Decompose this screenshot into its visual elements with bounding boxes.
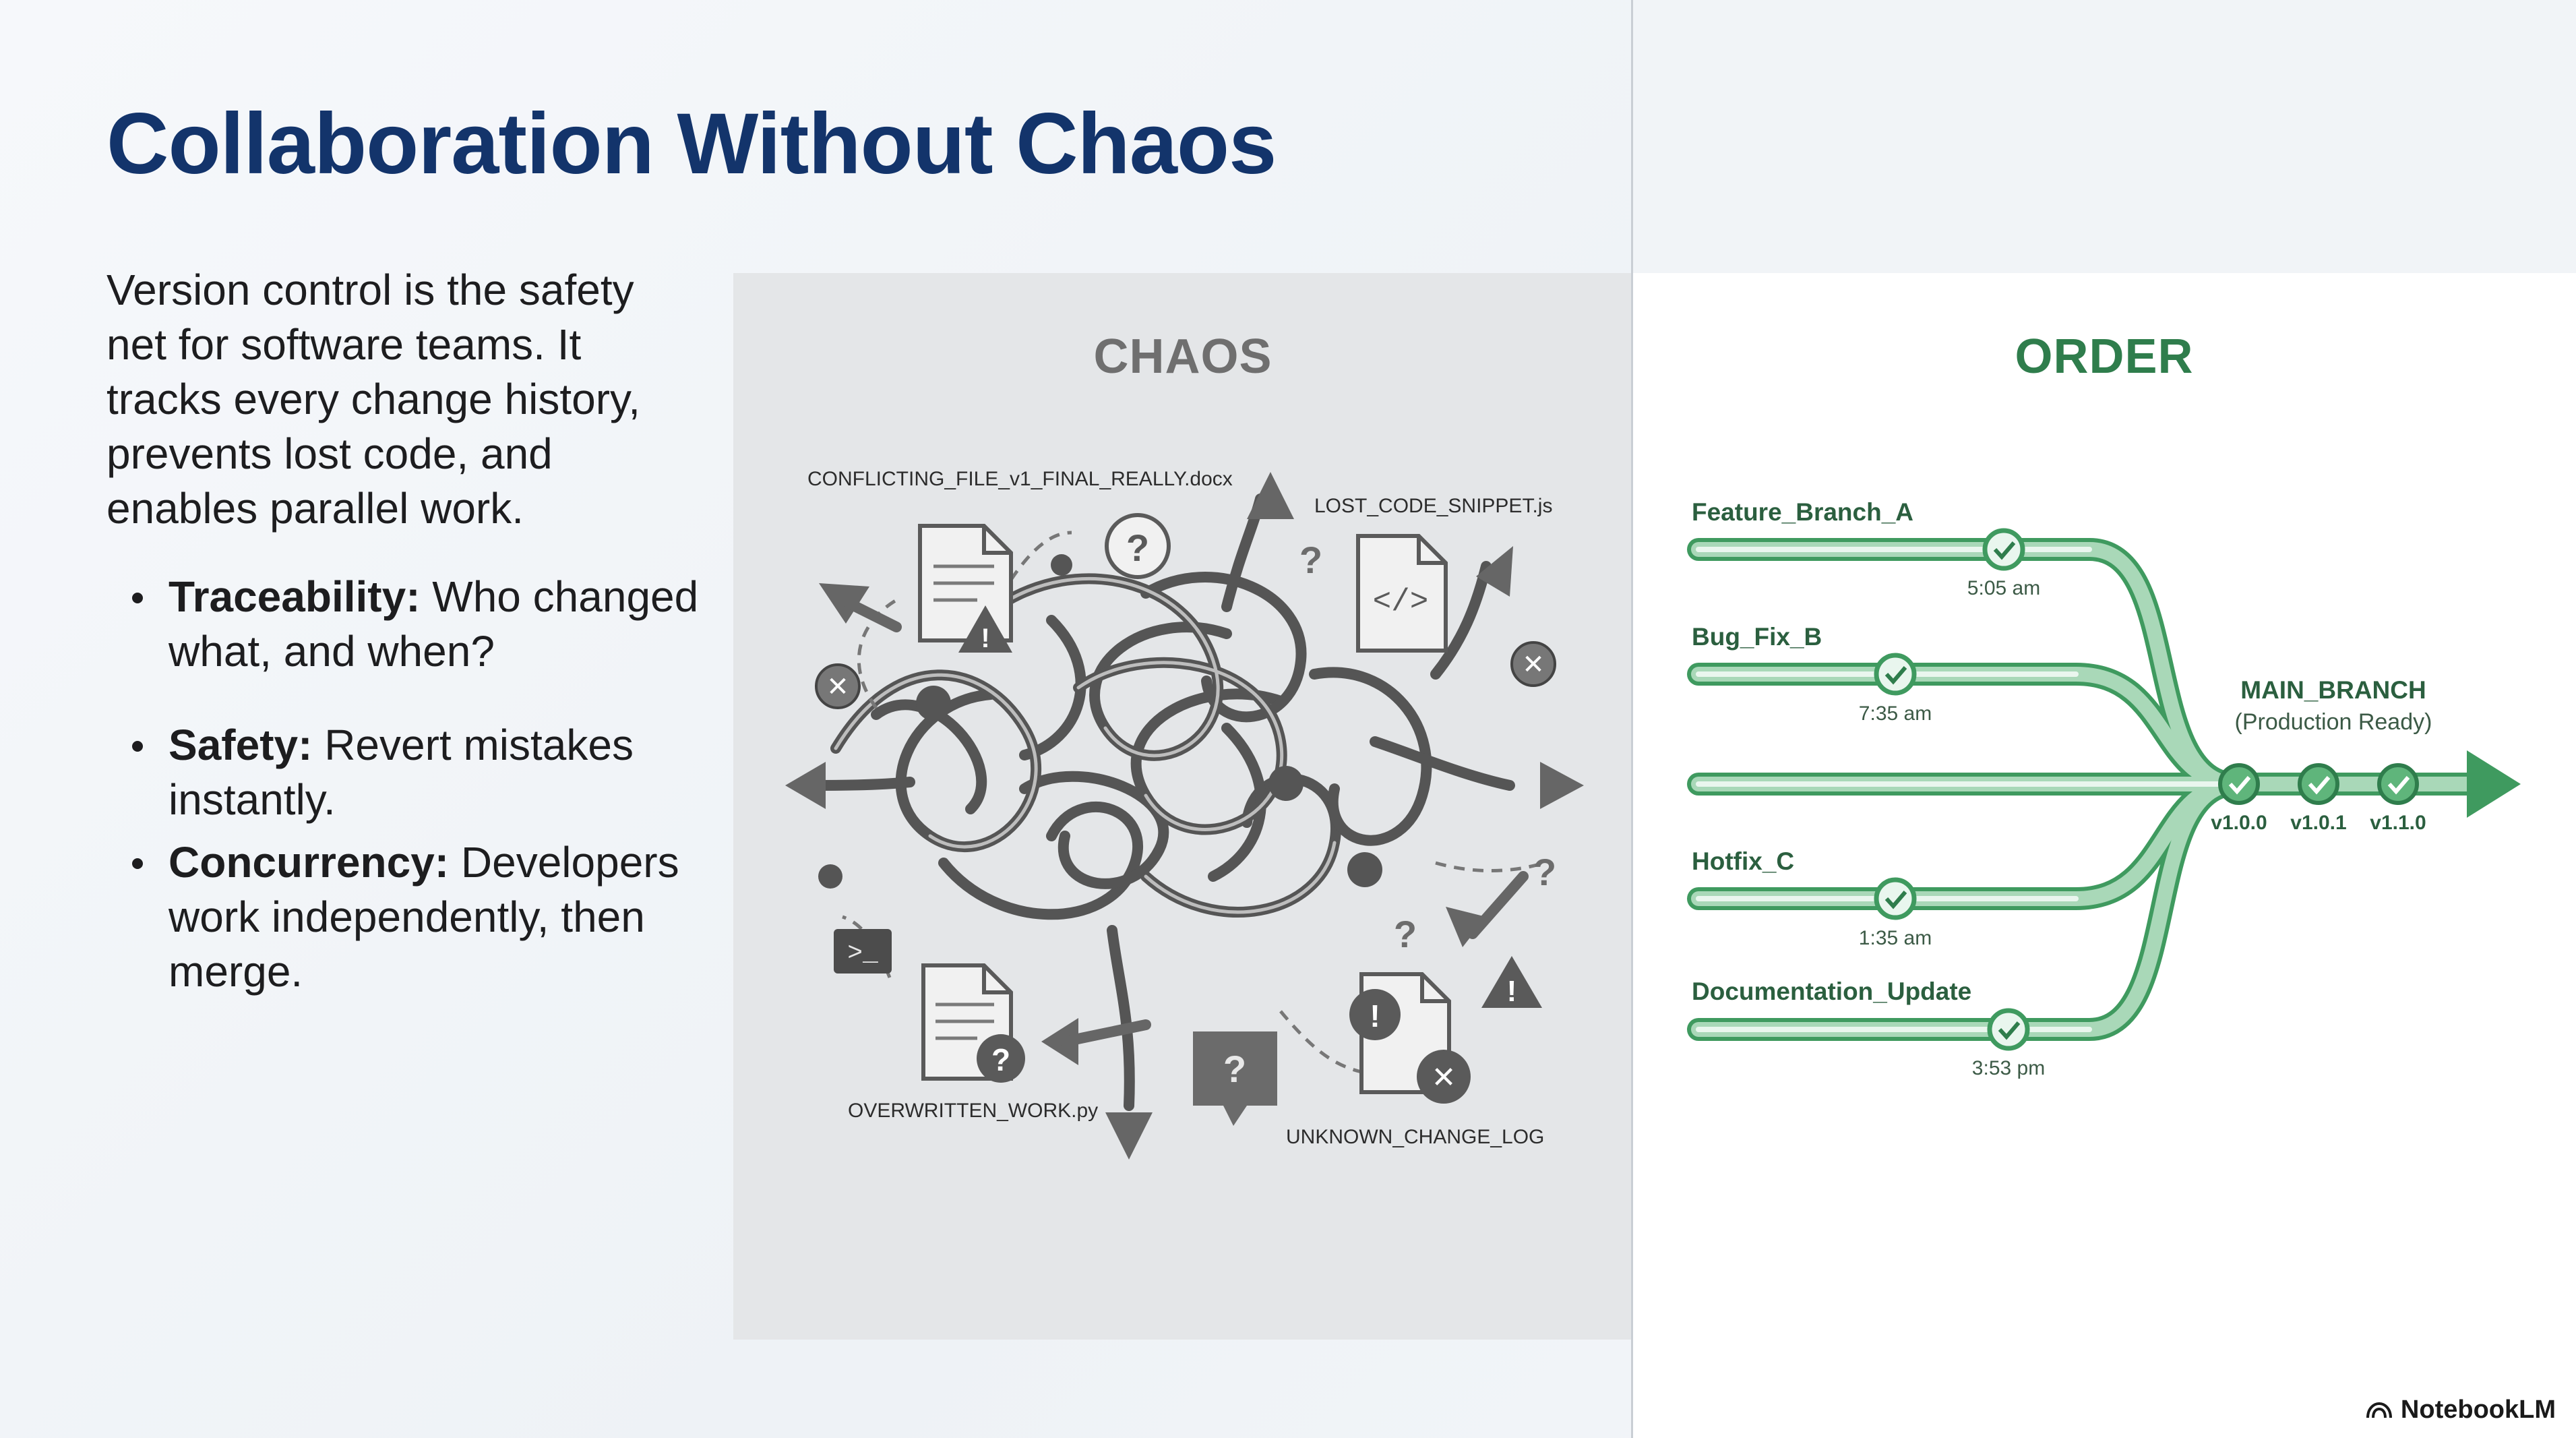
bullet-term: Safety: — [168, 721, 313, 769]
branch-lines — [1687, 538, 2492, 1041]
commit-time-hotfix-c: 1:35 am — [1859, 927, 1932, 949]
error-icon: ✕ — [1510, 641, 1556, 687]
bullet-text: Developers work independently, then merg… — [168, 838, 679, 996]
release-check-icon — [2298, 763, 2339, 805]
file-label-unknown-change: UNKNOWN_CHANGE_LOG — [1286, 1126, 1544, 1148]
commit-time-bug-fix-b: 7:35 am — [1859, 702, 1932, 725]
main-branch-label: MAIN_BRANCH — [2240, 676, 2426, 704]
svg-text:</>: </> — [1373, 585, 1429, 620]
commit-check-icon — [1874, 653, 1917, 696]
main-branch-subtitle: (Production Ready) — [2235, 709, 2432, 735]
branch-label-documentation: Documentation_Update — [1692, 978, 1971, 1005]
order-panel-header-band — [1632, 0, 2576, 273]
branch-label-feature-a: Feature_Branch_A — [1692, 498, 1913, 526]
commit-nodes — [1874, 528, 2419, 1051]
warning-icon: ! — [1481, 956, 1542, 1008]
arrow-down-icon — [1105, 1112, 1153, 1160]
question-marks: ? ? ? — [1299, 539, 1556, 955]
release-check-icon — [2218, 763, 2260, 805]
question-bubble-icon: ? — [1105, 513, 1171, 579]
svg-text:✕: ✕ — [1522, 650, 1545, 680]
version-label: v1.1.0 — [2370, 812, 2426, 834]
branch-label-bug-fix-b: Bug_Fix_B — [1692, 623, 1822, 651]
code-file-icon: </> — [1356, 534, 1448, 653]
commit-time-feature-a: 5:05 am — [1967, 577, 2040, 599]
brand-badge: NotebookLM — [2366, 1396, 2556, 1425]
arrow-up-right-icon — [1476, 546, 1513, 597]
arrow-left-icon — [785, 762, 826, 809]
bullet-text: Who changed what, and when? — [168, 572, 699, 676]
release-check-icon — [2377, 763, 2419, 805]
svg-text:?: ? — [1299, 539, 1322, 581]
document-icon: ? — [921, 963, 1025, 1083]
svg-text:?: ? — [1394, 913, 1417, 955]
bullet-safety: Safety: Revert mistakes instantly. — [106, 718, 713, 827]
main-branch-arrow-icon — [2467, 750, 2521, 818]
bullet-list: Traceability: Who changed what, and when… — [106, 570, 713, 999]
chaos-title: CHAOS — [1093, 330, 1272, 384]
brand-name: NotebookLM — [2400, 1396, 2556, 1424]
file-label-overwritten: OVERWRITTEN_WORK.py — [848, 1100, 1098, 1122]
bullet-term: Concurrency: — [168, 838, 450, 887]
arrow-up-icon — [1247, 472, 1294, 519]
node-dots — [818, 554, 1382, 889]
commit-time-documentation: 3:53 pm — [1972, 1057, 2045, 1079]
svg-text:✕: ✕ — [826, 672, 849, 702]
svg-text:!: ! — [981, 624, 989, 653]
svg-text:?: ? — [991, 1042, 1010, 1077]
bullet-text: Revert mistakes instantly. — [168, 721, 634, 824]
svg-text:>_: >_ — [847, 939, 878, 968]
bullet-term: Traceability: — [168, 572, 421, 621]
file-label-conflicting: CONFLICTING_FILE_v1_FINAL_REALLY.docx — [807, 468, 1233, 490]
bullet-traceability: Traceability: Who changed what, and when… — [106, 570, 713, 679]
error-icon: ✕ — [815, 663, 861, 709]
commit-check-icon — [1987, 1008, 2030, 1051]
commit-check-icon — [1982, 528, 2025, 571]
notebooklm-logo-icon — [2366, 1402, 2392, 1418]
arrow-shafts — [844, 598, 1529, 1047]
version-label: v1.0.0 — [2211, 812, 2267, 834]
version-label: v1.0.1 — [2290, 812, 2346, 834]
svg-text:?: ? — [1126, 527, 1149, 569]
svg-text:?: ? — [1223, 1048, 1246, 1090]
question-bubble-icon: ? — [1193, 1031, 1277, 1126]
svg-text:✕: ✕ — [1432, 1061, 1456, 1094]
bullet-concurrency: Concurrency: Developers work independent… — [106, 835, 713, 999]
arrow-right-icon — [1540, 762, 1584, 809]
commit-check-icon — [1874, 877, 1917, 920]
tangle-highlights — [834, 577, 1337, 914]
chaos-panel — [733, 273, 1632, 1340]
document-icon — [918, 524, 1013, 642]
warning-icon: ! — [958, 605, 1012, 653]
intro-paragraph: Version control is the safety net for so… — [106, 266, 641, 533]
svg-text:!: ! — [1507, 975, 1517, 1008]
svg-text:!: ! — [1370, 998, 1380, 1033]
order-title: ORDER — [2015, 330, 2194, 384]
branch-label-hotfix-c: Hotfix_C — [1692, 847, 1794, 875]
document-icon: ! ✕ — [1349, 972, 1471, 1104]
terminal-icon: >_ — [834, 929, 892, 973]
svg-text:?: ? — [1533, 851, 1556, 893]
file-label-lost-code: LOST_CODE_SNIPPET.js — [1314, 495, 1552, 517]
panel-divider — [1631, 0, 1633, 1438]
arrow-up-left-2-icon — [1446, 907, 1486, 947]
page-title: Collaboration Without Chaos — [106, 96, 1277, 192]
